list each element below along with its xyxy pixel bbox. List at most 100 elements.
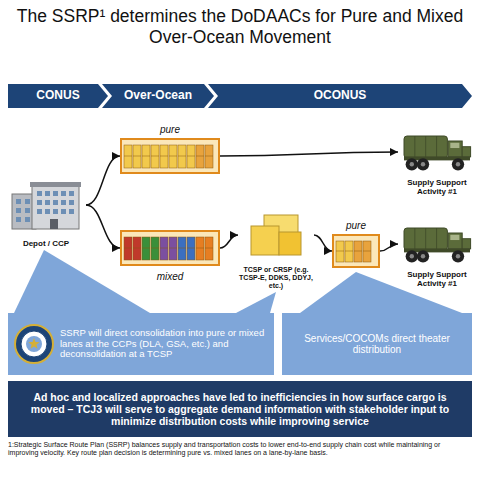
flow-arrow xyxy=(220,152,398,156)
graphic-part xyxy=(336,241,344,262)
supply-truck-graphic xyxy=(402,130,472,174)
graphic-part xyxy=(354,251,362,252)
graphic-part xyxy=(151,248,159,249)
node-label: Supply Support Activity #1 xyxy=(398,178,476,196)
graphic-part xyxy=(45,200,50,205)
graphic-part xyxy=(196,248,204,249)
graphic-part xyxy=(333,235,379,267)
graphic-part xyxy=(69,200,74,205)
graphic-part xyxy=(61,200,66,205)
node-label: Depot / CCP xyxy=(23,239,69,248)
lane-label: pure xyxy=(160,124,180,136)
graphic-part xyxy=(448,233,462,249)
tcsp-depot: TCSP or CRSP (e.g. TCSP-E, DDKS, DDYJ, e… xyxy=(238,214,314,290)
graphic-part xyxy=(61,191,66,196)
graphic-part xyxy=(452,158,464,170)
graphic-part xyxy=(178,237,186,260)
graphic-part xyxy=(50,219,58,229)
graphic-part xyxy=(121,139,219,173)
graphic-part xyxy=(414,228,415,250)
graphic-part xyxy=(205,145,213,168)
flow-arrow xyxy=(220,235,238,248)
graphic-part xyxy=(142,145,150,168)
flow-arrow xyxy=(86,156,120,205)
graphic-part xyxy=(124,145,132,168)
graphic-part xyxy=(417,250,429,262)
supply-truck: Supply Support Activity #1 xyxy=(398,130,476,196)
graphic-part xyxy=(404,136,447,158)
graphic-part xyxy=(53,209,58,214)
graphic-part xyxy=(45,191,50,196)
graphic-part xyxy=(410,254,414,258)
graphic-part xyxy=(16,217,21,222)
graphic-part xyxy=(251,226,279,255)
graphic-part xyxy=(208,84,472,108)
graphic-part xyxy=(151,156,159,157)
mixed-container-graphic xyxy=(120,230,220,266)
graphic-part xyxy=(345,241,353,262)
flow-arrow xyxy=(86,205,120,248)
graphic-part xyxy=(196,145,204,168)
graphic-part xyxy=(142,248,150,249)
graphic-part xyxy=(169,237,177,260)
graphic-part xyxy=(16,208,21,213)
graphic-part xyxy=(410,162,414,166)
graphic-part xyxy=(37,200,42,205)
graphic-part xyxy=(169,156,177,157)
graphic-part xyxy=(406,158,418,170)
graphic-part xyxy=(414,136,415,158)
depot-building-graphic xyxy=(12,180,80,230)
graphic-part xyxy=(133,248,141,249)
graphic-part xyxy=(336,251,344,252)
graphic-part xyxy=(69,191,74,196)
graphic-part xyxy=(151,145,159,168)
graphic-part xyxy=(404,228,447,250)
lane-label: mixed xyxy=(157,271,184,283)
graphic-part xyxy=(178,248,186,249)
graphic-part xyxy=(448,141,462,157)
mixed-container: mixed xyxy=(120,230,220,282)
lane-label: pure xyxy=(346,220,366,232)
graphic-part xyxy=(363,241,371,262)
graphic-part xyxy=(32,186,79,229)
pure-container-graphic xyxy=(120,138,220,174)
title: The SSRP¹ determines the DoDAACs for Pur… xyxy=(8,6,472,48)
summary-text: Ad hoc and localized approaches have led… xyxy=(16,391,464,427)
graphic-part xyxy=(436,228,437,250)
callout-box: Services/COCOMs direct theater distribut… xyxy=(282,313,472,375)
node-label: Supply Support Activity #1 xyxy=(398,270,476,288)
graphic-part xyxy=(450,143,459,148)
graphic-part xyxy=(25,199,30,204)
graphic-part xyxy=(102,84,214,108)
graphic-part xyxy=(456,162,460,166)
graphic-part xyxy=(421,162,425,166)
graphic-part xyxy=(124,237,132,260)
graphic-part xyxy=(425,228,426,250)
supply-truck: Supply Support Activity #1 xyxy=(398,222,476,288)
graphic-part xyxy=(187,248,195,249)
flow-arrow xyxy=(314,235,332,251)
graphic-part xyxy=(345,251,353,252)
graphic-part xyxy=(124,156,132,157)
graphic-part xyxy=(160,248,168,249)
callout-box: SSRP will direct consolidation into pure… xyxy=(8,313,274,375)
graphic-part xyxy=(160,156,168,157)
graphic-part xyxy=(354,241,362,262)
graphic-part xyxy=(169,248,177,249)
graphic-part xyxy=(425,136,426,158)
graphic-part xyxy=(15,325,53,363)
graphic-part xyxy=(456,254,460,258)
graphic-part xyxy=(462,239,470,249)
graphic-part xyxy=(28,338,39,349)
graphic-part xyxy=(205,237,213,260)
graphic-part xyxy=(53,200,58,205)
graphic-part xyxy=(196,156,204,157)
depot-building: Depot / CCP xyxy=(6,180,86,248)
graphic-part xyxy=(69,209,74,214)
graphic-part xyxy=(142,237,150,260)
graphic-part xyxy=(53,191,58,196)
graphic-part xyxy=(121,231,219,265)
callout-text: Services/COCOMs direct theater distribut… xyxy=(290,333,464,356)
graphic-part xyxy=(25,217,30,222)
graphic-part xyxy=(178,156,186,157)
